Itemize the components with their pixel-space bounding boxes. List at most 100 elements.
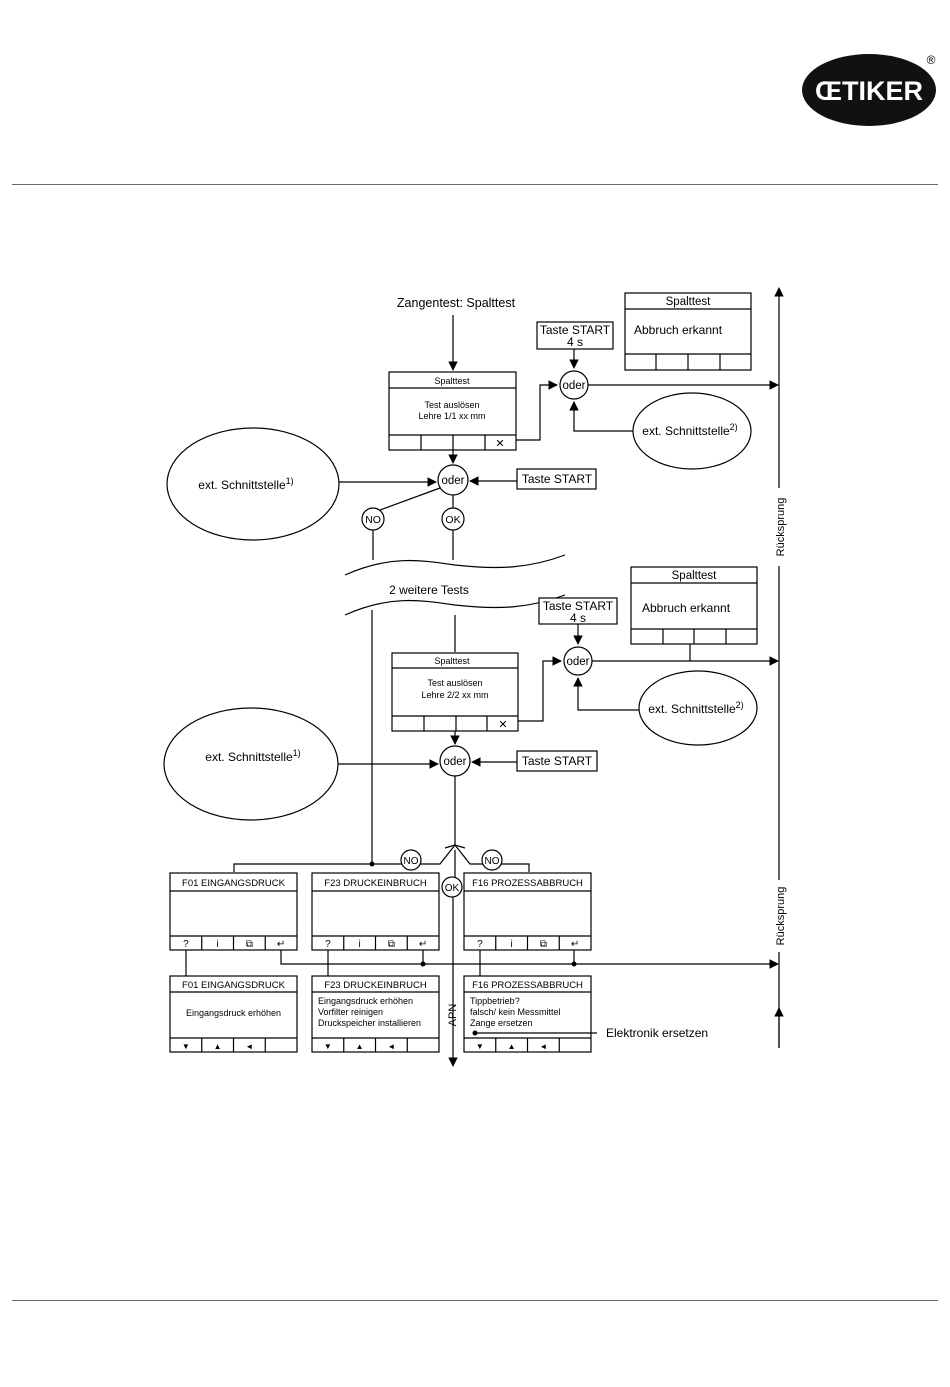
ok-node [441, 876, 463, 898]
screen-button-icon: i [217, 939, 219, 950]
logo-registered: ® [927, 53, 936, 67]
screen-button-icon: ↵ [571, 939, 579, 950]
screen-button-icon: ? [477, 939, 483, 950]
oder-node [559, 370, 589, 400]
svg-text:Taste START: Taste START [522, 472, 593, 486]
error-hint: falsch/ kein Messmittel [470, 1007, 561, 1017]
spalttest-line1: Test auslösen [424, 400, 479, 410]
error-hint: Druckspeicher installieren [318, 1018, 421, 1028]
error-hint: Eingangsdruck erhöhen [318, 996, 413, 1006]
svg-text:Taste START: Taste START [522, 754, 593, 768]
screen-button-icon: ▲ [508, 1042, 516, 1051]
svg-text:ext. Schnittstelle2): ext. Schnittstelle2) [648, 700, 743, 716]
svg-text:4 s: 4 s [570, 611, 586, 625]
oder-label: oder [562, 380, 585, 392]
abbruch-text: Abbruch erkannt [634, 323, 723, 337]
error-screen: F16 PROZESSABBRUCH?i⧉↵ [463, 872, 592, 951]
spalttest-screen-2: Spalttest Test auslösen Lehre 2/2 xx mm … [391, 652, 519, 732]
svg-text:OK: OK [445, 883, 460, 894]
screen-button-icon: ▼ [182, 1042, 190, 1051]
error-detail-screen: F23 DRUCKEINBRUCH Eingangsdruck erhöhenVo… [311, 975, 440, 1053]
screen-button-icon: i [511, 939, 513, 950]
screen-button-icon: ◄ [539, 1042, 547, 1051]
cancel-icon: ✕ [495, 438, 504, 450]
no-node [400, 849, 422, 871]
svg-text:oder: oder [443, 756, 466, 768]
no-node [481, 849, 503, 871]
svg-text:NO: NO [365, 514, 381, 526]
spalttest-screen-1: Spalttest Test auslösen Lehre 1/1 xx mm … [388, 371, 517, 451]
spalttest-title: Spalttest [434, 376, 470, 386]
apn-label: APN [447, 1004, 459, 1027]
svg-text:ext. Schnittstelle1): ext. Schnittstelle1) [205, 748, 300, 764]
header-rule [12, 184, 938, 185]
svg-text:oder: oder [566, 656, 589, 668]
error-title: F01 EINGANGSDRUCK [182, 980, 286, 991]
svg-text:Abbruch erkannt: Abbruch erkannt [642, 601, 731, 615]
screen-button-icon: ⧉ [246, 939, 253, 950]
ext-interface-1-mid [163, 707, 339, 821]
screen-button-icon: ↵ [419, 939, 427, 950]
screen-button-icon: ▲ [214, 1042, 222, 1051]
error-title: F23 DRUCKEINBRUCH [324, 980, 427, 991]
svg-text:OK: OK [445, 514, 460, 526]
no-node [361, 507, 385, 531]
error-detail-screen: F01 EINGANGSDRUCK Eingangsdruck erhöhen ▼ ▲… [169, 975, 298, 1053]
svg-text:oder: oder [441, 475, 464, 487]
abbruch-screen-1: Spalttest Abbruch erkannt [624, 292, 752, 371]
svg-text:Spalttest: Spalttest [672, 570, 718, 582]
taste-start-label: Taste START [540, 323, 611, 337]
screen-button-icon: i [359, 939, 361, 950]
spalttest-line2: Lehre 1/1 xx mm [418, 411, 485, 421]
error-hint: Zange ersetzen [470, 1018, 533, 1028]
screen-button-icon: ? [183, 939, 189, 950]
screen-button-icon: ◄ [387, 1042, 395, 1051]
error-screens-bottom: F01 EINGANGSDRUCK Eingangsdruck erhöhen ▼ ▲… [169, 975, 592, 1053]
svg-text:Lehre 2/2 xx mm: Lehre 2/2 xx mm [421, 690, 488, 700]
more-tests-label: 2 weitere Tests [389, 583, 469, 597]
ext-interface-2-mid [638, 670, 758, 746]
logo-text: ŒTIKER [815, 76, 923, 106]
taste-start-duration: 4 s [567, 335, 583, 349]
abbruch-screen-2: Spalttest Abbruch erkannt [630, 566, 758, 645]
svg-text:Test auslösen: Test auslösen [427, 678, 482, 688]
error-hint: Eingangsdruck erhöhen [186, 1008, 281, 1018]
taste-start-4s-1: Taste START 4 s [536, 321, 614, 350]
ok-node [441, 507, 465, 531]
taste-start-box [516, 750, 598, 772]
error-screen: F23 DRUCKEINBRUCH? i ⧉ ↵ [311, 872, 440, 951]
ruecksprung-label: Rücksprung [775, 498, 787, 557]
logo: ŒTIKER ® [802, 53, 936, 126]
oder-node [563, 646, 593, 676]
error-title: F01 EINGANGSDRUCK [182, 878, 286, 889]
error-title: F16 PROZESSABBRUCH [472, 878, 583, 889]
svg-text:NO: NO [404, 856, 419, 867]
screen-button-icon: ▼ [476, 1042, 484, 1051]
screen-button-icon: ▲ [356, 1042, 364, 1051]
abbruch-title: Spalttest [666, 296, 712, 308]
svg-text:ext. Schnittstelle2): ext. Schnittstelle2) [642, 422, 737, 438]
screen-button-icon: ↵ [277, 939, 285, 950]
taste-start-box [516, 468, 597, 490]
taste-start-4s-2: Taste START 4 s [538, 597, 618, 625]
svg-text:Taste START: Taste START [543, 599, 614, 613]
error-hint: Vorfilter reinigen [318, 1007, 383, 1017]
screen-button-icon: ◄ [245, 1042, 253, 1051]
svg-text:ext. Schnittstelle1): ext. Schnittstelle1) [198, 476, 293, 492]
svg-text:NO: NO [485, 856, 500, 867]
error-detail-screen: F16 PROZESSABBRUCH Tippbetrieb?falsch/ ke… [463, 975, 592, 1053]
error-screen: F01 EINGANGSDRUCK? i ⧉ ↵ [169, 872, 298, 951]
error-hint: Tippbetrieb? [470, 996, 520, 1006]
screen-button-icon: ? [325, 939, 331, 950]
oder-node [439, 745, 471, 777]
error-title: F23 DRUCKEINBRUCH [324, 878, 427, 889]
footer-rule [12, 1300, 938, 1301]
error-title: F16 PROZESSABBRUCH [472, 980, 583, 991]
screen-button-icon: ⧉ [388, 939, 395, 950]
oder-node [437, 464, 469, 496]
ext-interface-1-top [166, 427, 340, 541]
elektronik-label: Elektronik ersetzen [606, 1026, 708, 1040]
start-label: Zangentest: Spalttest [397, 296, 516, 310]
cancel-icon: ✕ [498, 719, 507, 731]
